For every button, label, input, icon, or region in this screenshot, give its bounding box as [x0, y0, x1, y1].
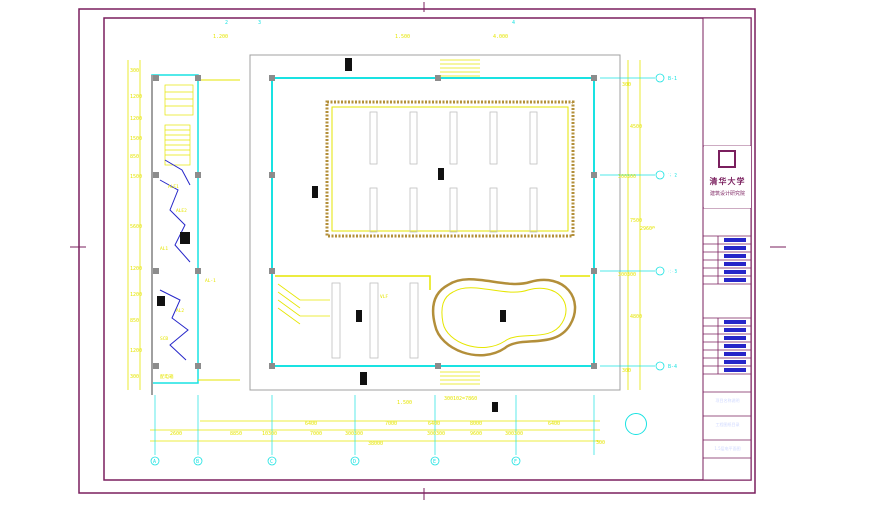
axis-top-3: 3: [258, 20, 261, 26]
dim-right-8: 300: [622, 368, 631, 374]
institute-name: 建筑设计研究院: [709, 191, 745, 197]
slab-outline: [249, 54, 621, 391]
outer-frame: [78, 8, 756, 494]
dim-left-10: 850: [130, 318, 139, 324]
axis-leaders: [154, 77, 655, 455]
dim-right-2: 300300: [618, 174, 636, 180]
leisure-pool-inner: [441, 287, 567, 349]
title-block-fills: [724, 238, 746, 372]
dim-misc-2: 4.000: [493, 34, 508, 40]
pool-lanes: [331, 111, 538, 359]
dim-left-3: 1500: [130, 136, 142, 142]
wiring-runs: [159, 159, 191, 361]
axis-top-4: 4: [512, 20, 515, 26]
dim-right-6: 300300: [618, 272, 636, 278]
dim-left-7: 5600: [130, 224, 142, 230]
dimension-lines: [127, 60, 641, 442]
axis-top-2: 2: [225, 20, 228, 26]
dim-misc-0: 1.500: [395, 34, 410, 40]
dim-right-0: 300: [622, 82, 631, 88]
dim-bottom-1-0: 2600: [170, 431, 182, 437]
dim-bottom-1-5: 300300: [427, 431, 445, 437]
axis-right-b1: B-1: [668, 76, 677, 82]
dim-right-group: 300 4500 300300 7500 29600 300300 4800 3…: [618, 82, 655, 374]
dim-left-1: 1200: [130, 94, 142, 100]
axis-bottom-c: C: [270, 459, 273, 465]
axis-right-b4: B-4: [668, 364, 677, 370]
main-pool-edge: [325, 100, 575, 238]
dim-bottom-1-6: 9600: [470, 431, 482, 437]
west-wing-wall: [151, 74, 199, 384]
dim-left-5: 1500: [130, 174, 142, 180]
room-label-4: AL2: [176, 308, 184, 314]
north-arrow-icon: [625, 413, 647, 435]
dim-bottom-1-4: 300300: [345, 431, 363, 437]
university-seal-icon: [718, 150, 736, 168]
room-label-0: 配电箱: [160, 373, 174, 380]
panels: [157, 58, 506, 412]
axis-bottom-f: F: [514, 459, 517, 465]
dim-misc-4: 1.500: [397, 400, 412, 406]
title-block-rows: [703, 145, 751, 459]
dim-bottom-1-3: 7000: [310, 431, 322, 437]
dim-bottom-2-2: 6400: [428, 421, 440, 427]
dim-left-8: 1200: [130, 266, 142, 272]
dim-bottom-1-2: 10300: [262, 431, 277, 437]
structural-columns: [153, 75, 597, 369]
west-wing-details: [164, 84, 194, 166]
inner-frame: [103, 17, 752, 481]
axis-right-b2: B-2: [668, 173, 677, 179]
dim-misc-1: 1.200: [213, 34, 228, 40]
main-hall-wall: [271, 77, 595, 367]
room-label-5: SCB: [160, 336, 168, 342]
axis-bubbles: [150, 73, 665, 466]
dim-bottom-1-8: 300: [596, 440, 605, 446]
axis-bottom-b: B: [196, 459, 199, 465]
university-name: 清华大学: [709, 176, 746, 186]
title-block-note-2: 工程图纸目录: [715, 422, 740, 427]
dim-right-7: 4800: [630, 314, 642, 320]
lower-partition: [275, 275, 431, 290]
room-label-7: AL-1: [205, 278, 216, 284]
axis-bottom-a: A: [153, 459, 156, 465]
dim-right-3: 7500: [630, 218, 642, 224]
university-logo: 清华大学 建筑设计研究院: [704, 146, 751, 208]
dim-left-12: 300: [130, 374, 139, 380]
dim-bottom-1-1: 8850: [230, 431, 242, 437]
dim-bottom-2-4: 6400: [548, 421, 560, 427]
room-label-1: ALE1: [168, 184, 179, 190]
dim-bottom-2-1: 7000: [385, 421, 397, 427]
drawing-title: 游泳1.5层电平面图 1:100: [648, 171, 676, 279]
dim-left-4: 850: [130, 154, 139, 160]
dim-left-11: 1200: [130, 348, 142, 354]
dim-overall: 38000: [368, 441, 383, 447]
title-block-note-3: 1.5层电平面图: [714, 446, 741, 451]
dim-left-9: 1200: [130, 292, 142, 298]
axis-right-b3: B-3: [668, 269, 677, 275]
dim-left-2: 1200: [130, 116, 142, 122]
dim-bottom-2-3: 8000: [470, 421, 482, 427]
stair-north-east: [277, 59, 480, 385]
dim-left-0: 300: [130, 68, 139, 74]
dim-bottom-1-7: 300300: [505, 431, 523, 437]
dim-left-group: 300 1200 1200 1500 850 1500 5600 1200 12…: [130, 68, 142, 380]
room-label-3: AL1: [160, 246, 168, 252]
axis-bottom-d: D: [353, 459, 356, 465]
dim-right-1: 4500: [630, 124, 642, 130]
room-label-6: VLF: [380, 294, 388, 300]
axis-bottom-e: E: [433, 459, 436, 465]
dim-right-4: 29600: [640, 226, 655, 232]
dim-bottom-2-0: 6400: [305, 421, 317, 427]
room-label-2: ALE2: [176, 208, 187, 214]
leisure-pool-outer: [431, 278, 577, 357]
pool-note: 300102=7860: [444, 396, 477, 402]
title-block-note-1: 项目名称说明: [715, 398, 740, 403]
